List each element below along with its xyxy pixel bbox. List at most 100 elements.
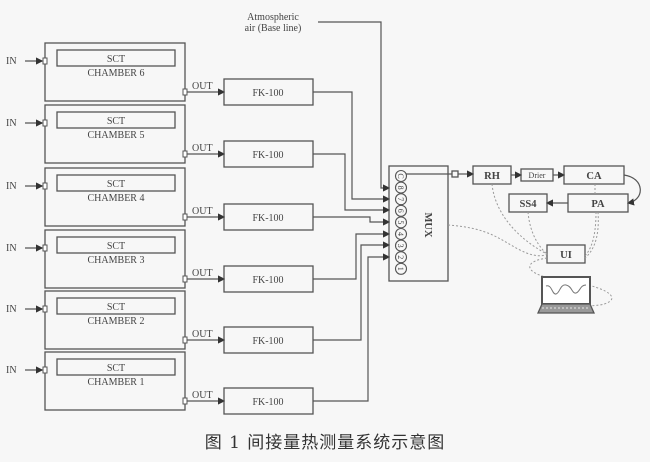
sct-box [56, 236, 176, 254]
sct-label: SCT [107, 302, 125, 313]
pa-label: PA [591, 199, 605, 210]
mux-port [394, 239, 408, 252]
mux-port-label: C [396, 173, 405, 178]
fk100-label: FK-100 [252, 88, 283, 99]
mux-port-label: 8 [396, 186, 405, 190]
in-label: IN [6, 56, 17, 67]
chamber-group: SCT CHAMBER 4 IN OUT FK-100 [6, 167, 391, 231]
atmospheric-air-line [318, 21, 391, 192]
sct-label: SCT [107, 116, 125, 127]
ss4-label: SS4 [520, 199, 538, 210]
sct-label: SCT [107, 363, 125, 374]
mux-port-label: 2 [396, 255, 405, 259]
in-port [42, 244, 48, 252]
mux-port [394, 216, 408, 229]
in-label: IN [6, 304, 17, 315]
out-port [182, 88, 188, 96]
mux-port-label: 7 [396, 197, 405, 201]
out-label: OUT [192, 143, 213, 154]
in-port [42, 366, 48, 374]
sct-box [56, 49, 176, 67]
chamber-box [44, 229, 186, 289]
out-label: OUT [192, 390, 213, 401]
out-port [182, 336, 188, 344]
chamber-name: CHAMBER 5 [88, 130, 145, 141]
mux-port-label: 1 [396, 267, 405, 271]
fk100-label: FK-100 [252, 150, 283, 161]
chamber-name: CHAMBER 1 [88, 377, 145, 388]
laptop-icon [536, 276, 596, 314]
mux-port-label: 6 [396, 209, 405, 213]
mux-port [394, 169, 408, 183]
mux-port [394, 204, 408, 217]
out-port [182, 150, 188, 158]
analyzer-to-mux-line [313, 216, 391, 226]
analyzer-to-mux-line [313, 241, 391, 341]
mux-port [394, 251, 408, 264]
chamber-name: CHAMBER 6 [88, 68, 145, 79]
atmospheric-label-line1: Atmospheric [247, 12, 299, 23]
in-label: IN [6, 365, 17, 376]
out-port [182, 275, 188, 283]
in-port [42, 182, 48, 190]
ca-to-pa-line [623, 174, 641, 206]
in-label: IN [6, 181, 17, 192]
analyzer-to-mux-line [313, 153, 391, 214]
analyzer-to-mux-line [313, 91, 391, 203]
out-label: OUT [192, 81, 213, 92]
mux-box [388, 165, 449, 282]
chamber-box [44, 290, 186, 350]
mux-port [394, 181, 408, 194]
chamber-name: CHAMBER 2 [88, 316, 145, 327]
in-label: IN [6, 243, 17, 254]
chamber-box [44, 167, 186, 227]
fk100-label: FK-100 [252, 397, 283, 408]
mux-port [394, 227, 408, 241]
in-label: IN [6, 118, 17, 129]
mux-port-label: 5 [396, 220, 405, 224]
fk100-label: FK-100 [252, 336, 283, 347]
mux-port [394, 262, 408, 275]
chamber-group: SCT CHAMBER 1 IN OUT FK-100 [6, 253, 391, 415]
chamber-group: SCT CHAMBER 3 IN OUT FK-100 [6, 229, 391, 293]
out-port [182, 213, 188, 221]
out-label: OUT [192, 268, 213, 279]
mux-port-label: 4 [396, 232, 405, 236]
in-port [42, 119, 48, 127]
sct-label: SCT [107, 179, 125, 190]
chamber-group: SCT CHAMBER 2 IN OUT FK-100 [6, 241, 391, 354]
sct-box [56, 111, 176, 129]
fk100-label: FK-100 [252, 275, 283, 286]
sct-label: SCT [107, 54, 125, 65]
figure-caption: 图 1 间接量热测量系统示意图 [204, 433, 446, 453]
chamber-group: SCT CHAMBER 5 IN OUT FK-100 [6, 104, 391, 214]
chamber-box [44, 104, 186, 164]
sct-box [56, 358, 176, 376]
out-port [182, 397, 188, 405]
chamber-name: CHAMBER 3 [88, 255, 145, 266]
sct-box [56, 174, 176, 192]
chamber-group: SCT CHAMBER 6 IN OUT FK-100 [6, 42, 391, 203]
analyzer-to-mux-line [313, 253, 391, 402]
atmospheric-label-line2: air (Base line) [245, 23, 302, 34]
in-port [42, 305, 48, 313]
fk100-label: FK-100 [252, 213, 283, 224]
mux-port [394, 193, 408, 206]
out-label: OUT [192, 206, 213, 217]
analyzer-to-mux-line [313, 230, 391, 280]
in-port [42, 57, 48, 65]
out-label: OUT [192, 329, 213, 340]
sct-box [56, 297, 176, 315]
rh-label: RH [484, 171, 500, 182]
chamber-box [44, 42, 186, 102]
chamber-name: CHAMBER 4 [88, 193, 145, 204]
sct-label: SCT [107, 241, 125, 252]
chamber-box [44, 351, 186, 411]
drier-label: Drier [529, 171, 546, 180]
mux-output-connector [451, 170, 459, 178]
mux-port-label: 3 [396, 244, 405, 248]
ca-label: CA [586, 171, 602, 182]
ui-label: UI [560, 250, 572, 261]
mux-label: MUX [422, 212, 433, 237]
